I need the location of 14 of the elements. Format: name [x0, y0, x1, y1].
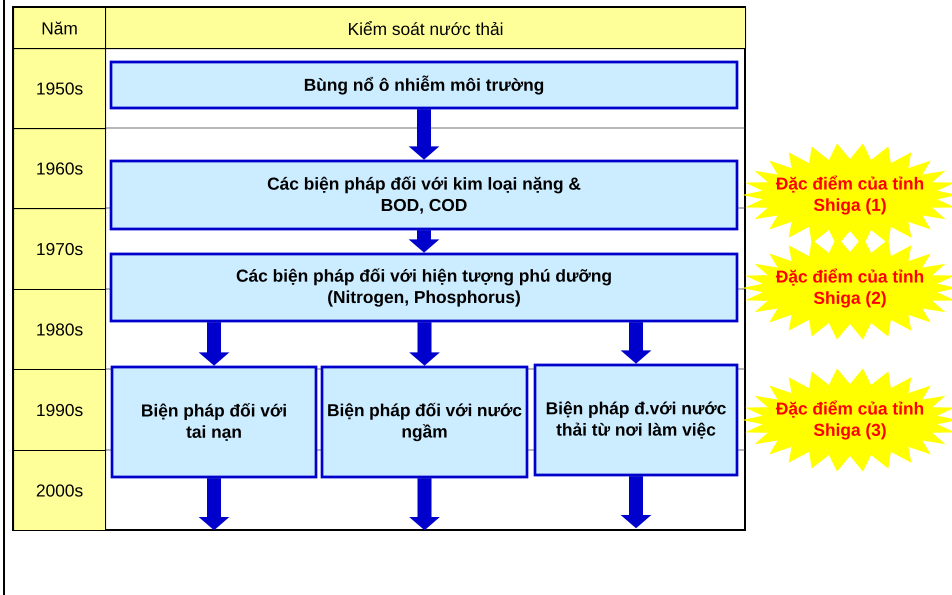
year-cell: 1980s	[13, 289, 106, 370]
starburst: Đặc điểm của tỉnh Shiga (3)	[742, 368, 952, 472]
header-cell: Năm	[13, 7, 106, 50]
process-box: Bùng nổ ô nhiễm môi trường	[110, 60, 738, 110]
process-box: Biện pháp đ.với nước thải từ nơi làm việc	[534, 364, 738, 476]
process-box: Các biện pháp đối với hiện tượng phú dưỡng (Nitrogen, Phosphorus)	[110, 252, 738, 322]
year-cell: 1970s	[13, 208, 106, 290]
process-box: Biện pháp đối với tai nạn	[110, 366, 318, 478]
process-box: Biện pháp đối với nước ngầm	[320, 366, 528, 478]
year-cell: 1990s	[13, 369, 106, 452]
process-box: Các biện pháp đối với kim loại nặng & BOD, COD	[110, 160, 738, 230]
year-cell: 1950s	[13, 48, 106, 130]
year-cell: 2000s	[13, 450, 106, 532]
year-cell: 1960s	[13, 128, 106, 210]
